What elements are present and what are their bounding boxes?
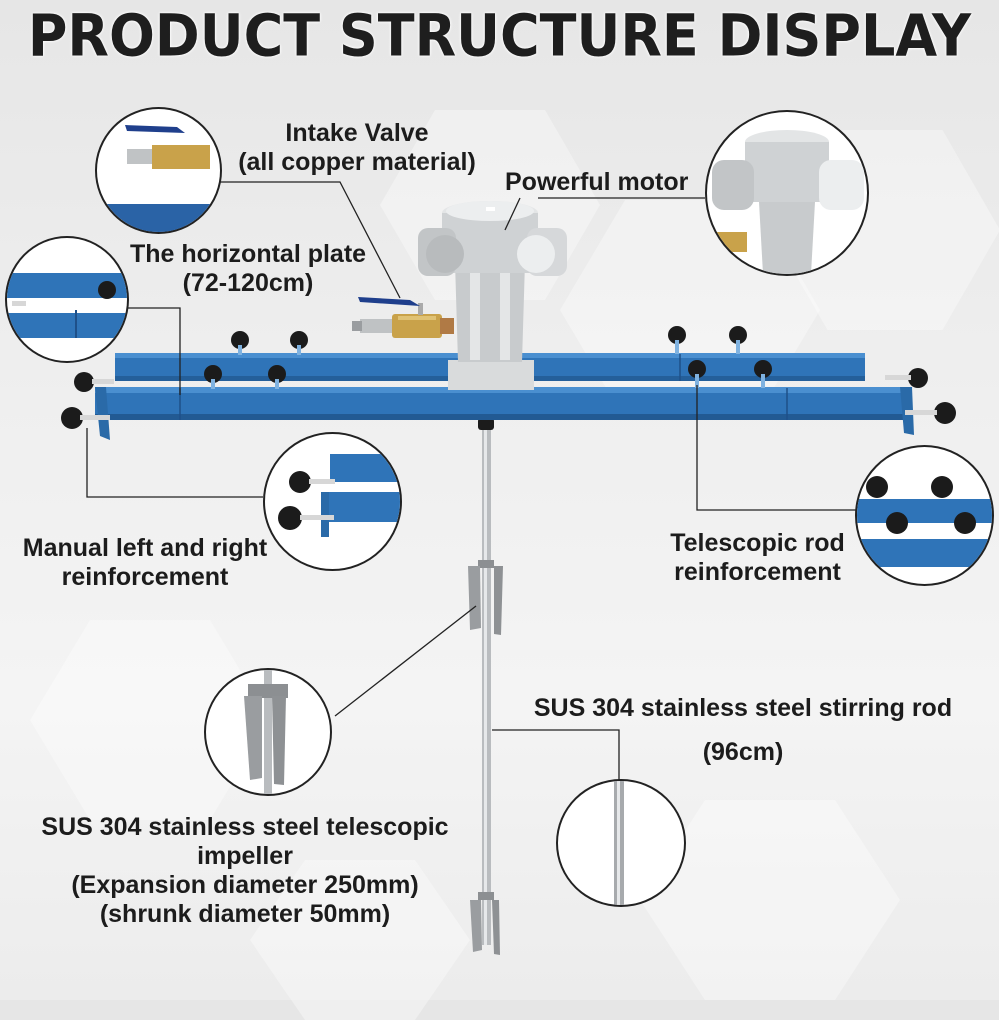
stirring-rod-label-line1: SUS 304 stainless steel stirring rod	[533, 694, 953, 722]
background-hexagon	[250, 860, 470, 1020]
motor-detail-image	[712, 130, 864, 274]
page-title: PRODUCT STRUCTURE DISPLAY	[27, 1, 972, 70]
motor-label: Powerful motor	[505, 168, 720, 197]
intake-valve-label-line1: Intake Valve	[285, 119, 429, 147]
impeller-label: SUS 304 stainless steel telescopic impel…	[5, 813, 485, 929]
telescopic-rod-label-line2: reinforcement	[674, 558, 841, 586]
air-motor	[418, 201, 567, 390]
manual-reinforcement-label-line1: Manual left and right	[22, 534, 268, 562]
horizontal-plate-detail-image	[7, 273, 127, 338]
horizontal-plate-detail-circle	[5, 236, 129, 363]
stirring-rod-detail-image	[614, 781, 624, 905]
intake-valve-label-line2: (all copper material)	[238, 148, 476, 176]
intake-valve-detail-image	[97, 125, 220, 232]
manual-reinforcement-detail-circle	[263, 432, 402, 571]
impeller-label-line4: (shrunk diameter 50mm)	[99, 900, 391, 928]
telescopic-rod-label: Telescopic rod reinforcement	[655, 529, 860, 587]
stirring-rod-label: SUS 304 stainless steel stirring rod (96…	[498, 686, 988, 774]
horizontal-plate-label-line2: (72-120cm)	[182, 269, 314, 297]
intake-valve-label: Intake Valve (all copper material)	[212, 119, 502, 177]
intake-valve-detail-circle	[95, 107, 222, 234]
stirring-rod-detail-circle	[556, 779, 686, 907]
manual-reinforcement-label-line2: reinforcement	[61, 563, 229, 591]
telescopic-rod-detail-circle	[855, 445, 994, 586]
telescopic-rod-label-line1: Telescopic rod	[670, 529, 845, 557]
motor-label-line1: Powerful motor	[505, 168, 689, 196]
intake-valve	[352, 297, 454, 338]
motor-detail-circle	[705, 110, 869, 276]
horizontal-plate-label-line1: The horizontal plate	[129, 240, 367, 268]
lower-impeller	[470, 892, 500, 955]
stirring-rod	[478, 418, 494, 945]
impeller-label-line1: SUS 304 stainless steel telescopic	[41, 813, 449, 841]
upper-impeller	[468, 560, 503, 635]
horizontal-plate-label: The horizontal plate (72-120cm)	[108, 240, 388, 298]
impeller-label-line2: impeller	[197, 842, 293, 870]
impeller-detail-image	[244, 670, 288, 794]
manual-reinforcement-detail-image	[278, 454, 400, 537]
manual-reinforcement-label: Manual left and right reinforcement	[0, 534, 290, 592]
leader-lines	[86, 181, 858, 780]
stirring-rod-label-line2: (96cm)	[702, 738, 784, 766]
frame-knobs	[61, 326, 956, 429]
impeller-label-line3: (Expansion diameter 250mm)	[71, 871, 419, 899]
impeller-detail-circle	[204, 668, 332, 796]
telescopic-rod-detail-image	[857, 476, 992, 567]
